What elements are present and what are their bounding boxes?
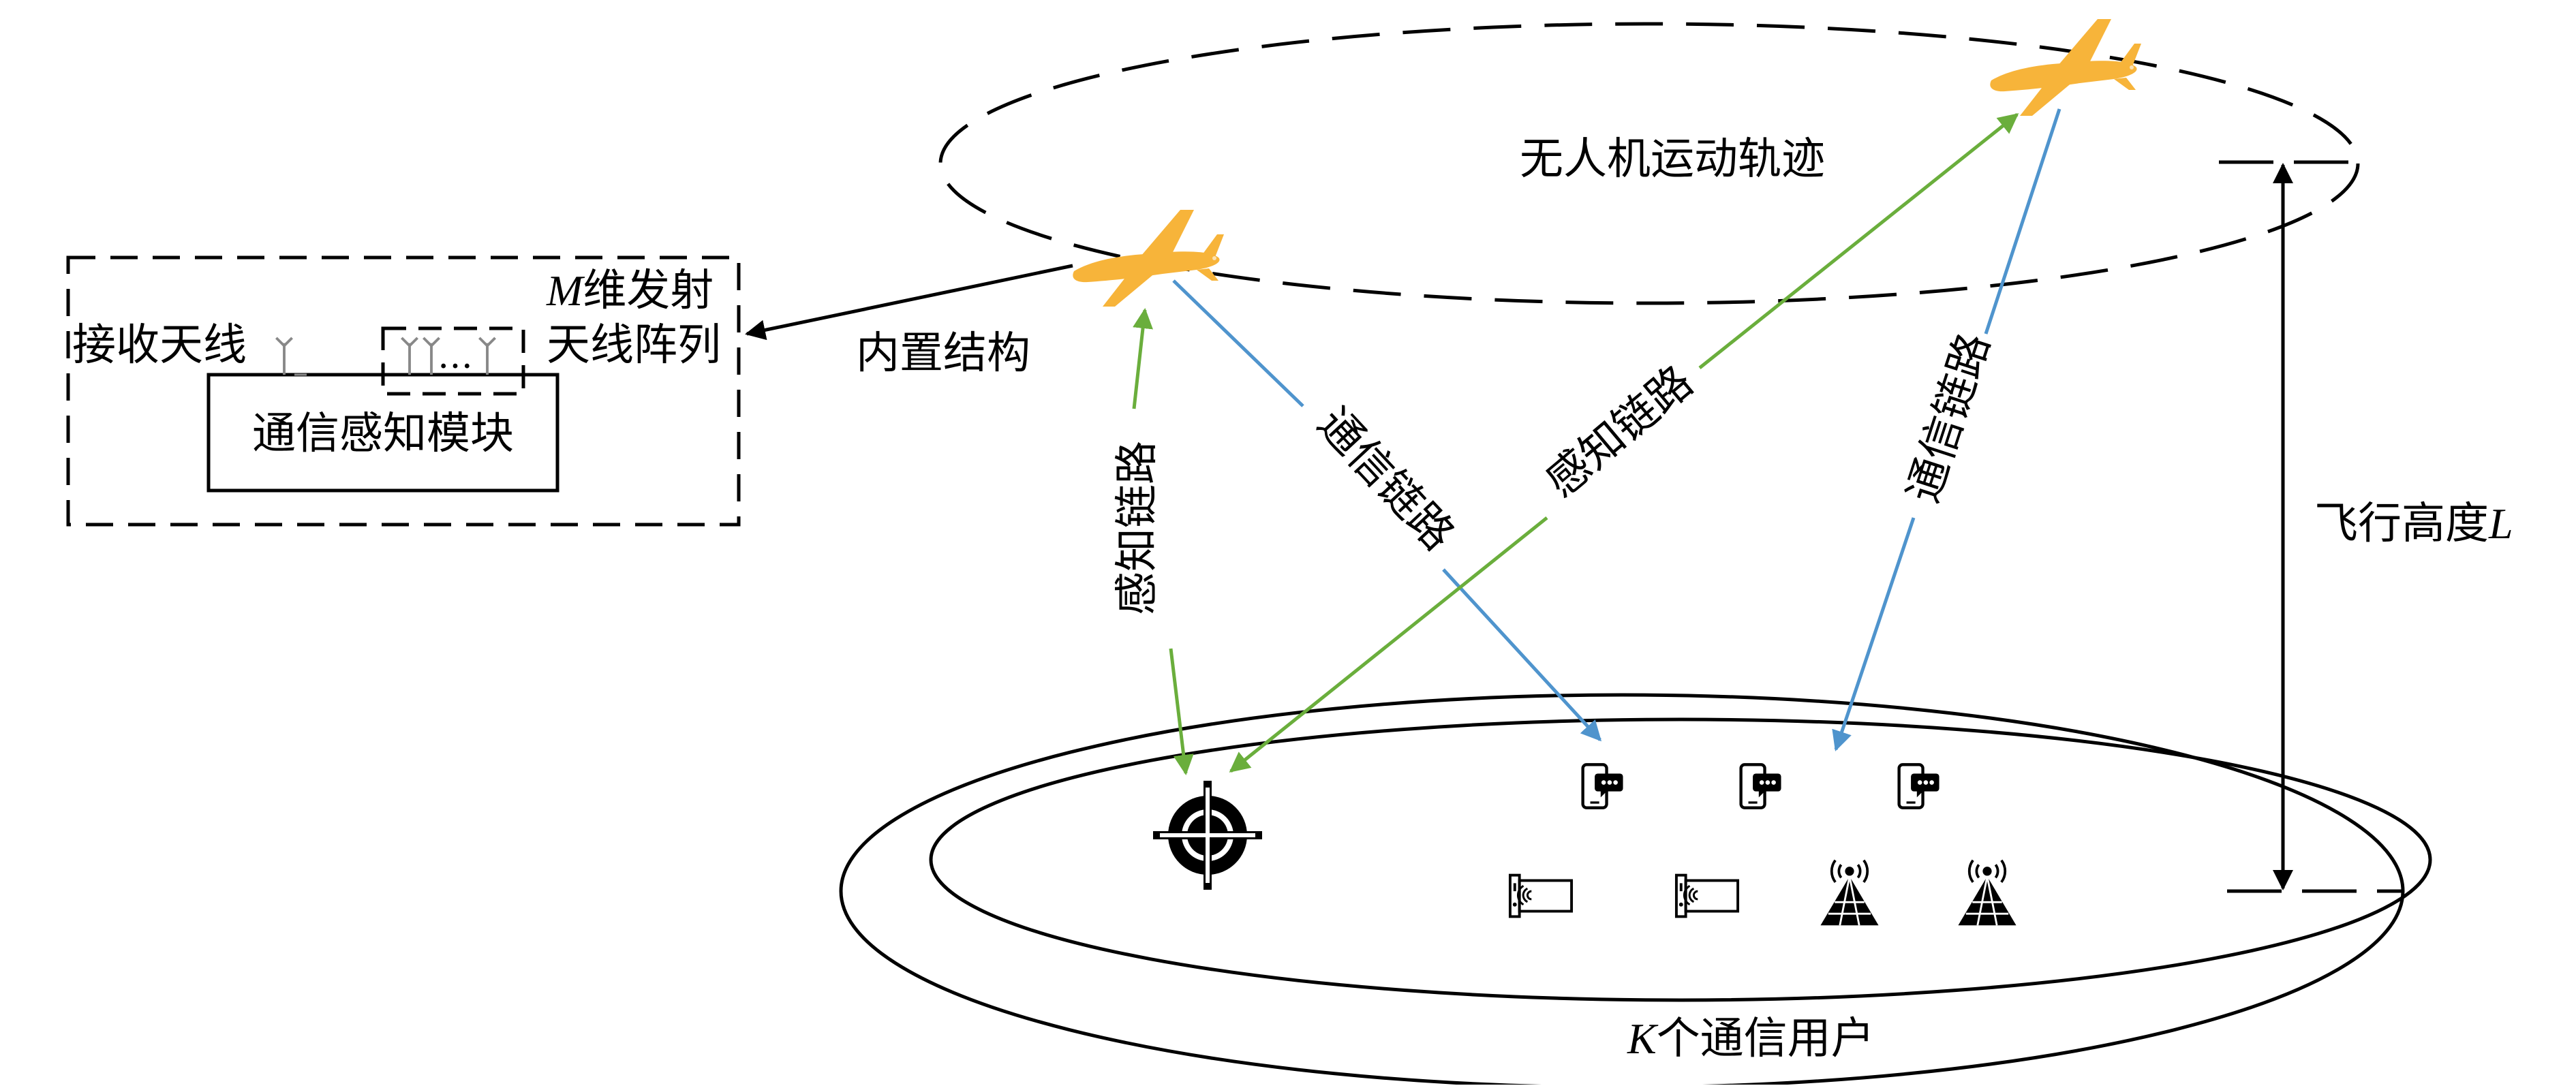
radio-tower-icon <box>1957 858 2018 927</box>
sensing-link-arrow <box>1698 113 2019 369</box>
builtin-structure-arrow <box>745 264 1073 341</box>
smartphone-chat-icon <box>1741 764 1781 807</box>
tx-antenna-icon <box>400 337 419 376</box>
receive-antenna-icon <box>275 337 294 376</box>
builtin-structure-box <box>66 255 741 527</box>
sensing-link-label-left: 感知链路 <box>1112 441 1163 615</box>
comm-link-arrow <box>1442 568 1602 742</box>
comm-link-arrow <box>1984 108 2061 335</box>
tx-array-label-line1: M维发射 <box>546 266 714 316</box>
comm-link-label-right: 通信链路 <box>1898 327 1999 508</box>
smartphone-chat-icon <box>1899 764 1939 807</box>
tx-antenna-icon <box>478 337 497 376</box>
users-area-ellipse <box>929 717 2432 1002</box>
smartphone-chat-icon <box>1583 764 1623 807</box>
wireless-router-icon <box>1508 873 1574 918</box>
comm-link-arrow <box>1172 279 1304 407</box>
airplane-icon <box>1990 19 2141 116</box>
airplane-icon <box>1073 210 1224 307</box>
comm-link-label-left: 通信链路 <box>1308 399 1464 561</box>
comm-link-arrow <box>1832 517 1916 751</box>
crosshair-target-icon <box>1153 781 1262 890</box>
tx-array-label-line2: 天线阵列 <box>547 320 721 371</box>
uav-trajectory-ellipse <box>938 22 2360 305</box>
sensing-link-arrow <box>1132 308 1153 409</box>
builtin-structure-label: 内置结构 <box>856 328 1030 379</box>
isac-module-label: 通信感知模块 <box>252 409 514 459</box>
uav-trajectory-label: 无人机运动轨迹 <box>1520 134 1825 185</box>
sensing-link-arrow <box>1169 648 1194 775</box>
sensing-link-label-right: 感知链路 <box>1537 356 1703 507</box>
wireless-router-icon <box>1674 873 1740 918</box>
users-label: K个通信用户 <box>1627 1014 1875 1064</box>
sensing-link-arrow <box>1229 516 1548 773</box>
radio-tower-icon <box>1819 858 1880 927</box>
flight-height-label: 飞行高度L <box>2314 499 2513 549</box>
tx-array-ellipsis: … <box>438 336 473 377</box>
receive-antenna-label: 接收天线 <box>72 320 247 371</box>
users-area-inner-ellipse <box>1043 721 2479 999</box>
